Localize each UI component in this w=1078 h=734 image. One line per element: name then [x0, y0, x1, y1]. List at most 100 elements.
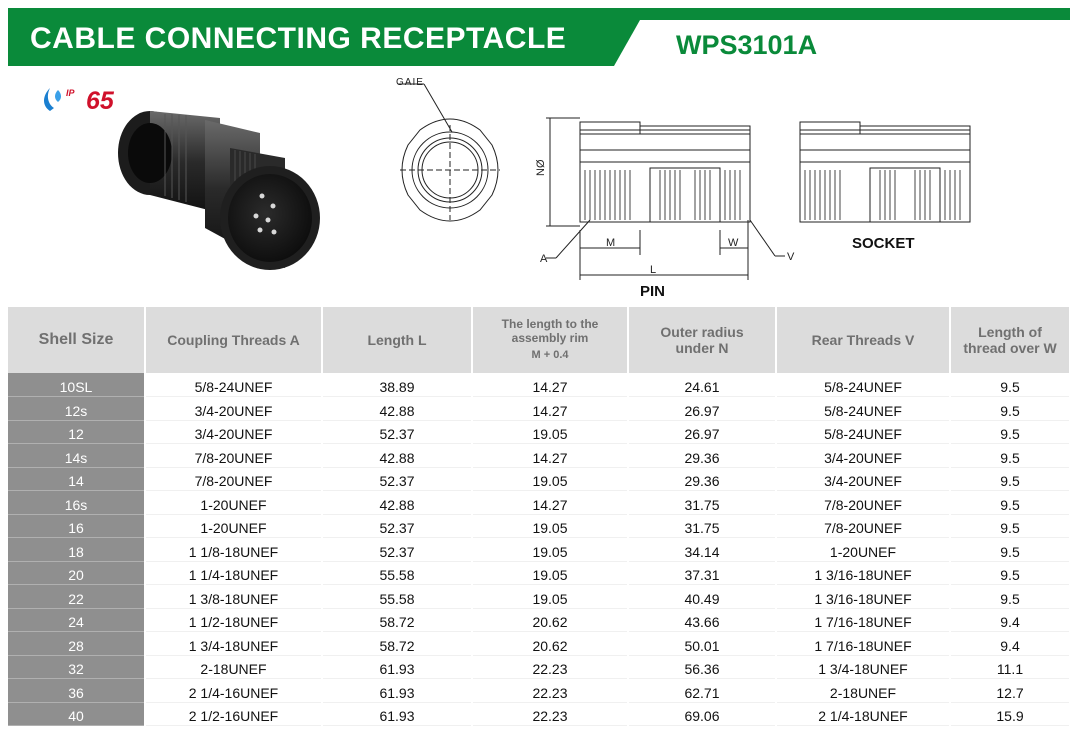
cell-shell-size: 24	[8, 608, 146, 632]
col-header-rear-threads: Rear Threads V	[776, 307, 951, 373]
cell-shell-size: 12	[8, 420, 146, 444]
cell-outer-radius: 40.49	[628, 584, 777, 609]
cell-coupling-threads: 3/4-20UNEF	[145, 420, 323, 444]
cell-outer-radius: 34.14	[628, 537, 777, 562]
cell-length: 52.37	[322, 467, 473, 491]
cell-assembly-rim: 19.05	[472, 467, 629, 491]
cell-shell-size: 32	[8, 655, 146, 679]
cell-thread-over-w: 9.4	[950, 631, 1071, 656]
cell-thread-over-w: 9.5	[950, 373, 1071, 397]
cell-outer-radius: 31.75	[628, 490, 777, 515]
cell-rear-threads: 2-18UNEF	[776, 678, 951, 703]
cell-thread-over-w: 11.1	[950, 655, 1071, 679]
cell-length: 52.37	[322, 514, 473, 538]
cell-coupling-threads: 2-18UNEF	[145, 655, 323, 679]
cell-rear-threads: 7/8-20UNEF	[776, 490, 951, 515]
socket-label: SOCKET	[852, 235, 915, 252]
cell-thread-over-w: 9.5	[950, 537, 1071, 562]
cell-outer-radius: 24.61	[628, 373, 777, 397]
cell-thread-over-w: 9.5	[950, 490, 1071, 515]
dim-m-label: M	[606, 237, 615, 249]
cell-rear-threads: 1-20UNEF	[776, 537, 951, 562]
dim-a-label: A	[540, 253, 548, 265]
cell-shell-size: 20	[8, 561, 146, 585]
cell-outer-radius: 26.97	[628, 420, 777, 444]
technical-drawing: NØ M W L A V	[398, 83, 971, 280]
pin-label: PIN	[640, 283, 666, 300]
cell-length: 58.72	[322, 631, 473, 656]
cell-rear-threads: 1 3/16-18UNEF	[776, 561, 951, 585]
cell-shell-size: 12s	[8, 396, 146, 421]
cell-length: 58.72	[322, 608, 473, 632]
cell-rear-threads: 3/4-20UNEF	[776, 467, 951, 491]
assembly-rim-line2: assembly rim	[511, 331, 589, 346]
cell-coupling-threads: 1 1/4-18UNEF	[145, 561, 323, 585]
cell-rear-threads: 5/8-24UNEF	[776, 420, 951, 444]
dim-n-label: NØ	[535, 159, 547, 176]
dim-w-label: W	[728, 237, 739, 249]
cell-rear-threads: 5/8-24UNEF	[776, 373, 951, 397]
cell-length: 61.93	[322, 655, 473, 679]
cell-outer-radius: 26.97	[628, 396, 777, 421]
thread-over-w-line1: Length of	[978, 323, 1042, 340]
cell-outer-radius: 50.01	[628, 631, 777, 656]
assembly-rim-line3: M + 0.4	[531, 348, 569, 361]
cell-assembly-rim: 14.27	[472, 373, 629, 397]
cell-assembly-rim: 22.23	[472, 655, 629, 679]
ip-rating: 65	[86, 87, 114, 115]
cell-outer-radius: 37.31	[628, 561, 777, 585]
cell-thread-over-w: 9.5	[950, 443, 1071, 468]
outer-radius-line2: under N	[675, 340, 729, 356]
cell-coupling-threads: 1 3/8-18UNEF	[145, 584, 323, 609]
cell-outer-radius: 69.06	[628, 702, 777, 726]
cell-length: 55.58	[322, 561, 473, 585]
outer-radius-line1: Outer radius	[660, 323, 744, 340]
cell-rear-threads: 3/4-20UNEF	[776, 443, 951, 468]
cell-shell-size: 14s	[8, 443, 146, 468]
cell-assembly-rim: 19.05	[472, 420, 629, 444]
gaie-label: GAIE	[396, 77, 424, 88]
cell-outer-radius: 29.36	[628, 467, 777, 491]
cell-length: 42.88	[322, 396, 473, 421]
cell-length: 61.93	[322, 678, 473, 703]
cell-thread-over-w: 9.5	[950, 561, 1071, 585]
col-header-shell-size: Shell Size	[8, 307, 146, 373]
cell-thread-over-w: 9.5	[950, 467, 1071, 491]
cell-assembly-rim: 14.27	[472, 443, 629, 468]
header-model-panel	[614, 20, 1070, 66]
cell-thread-over-w: 9.5	[950, 514, 1071, 538]
cell-coupling-threads: 1-20UNEF	[145, 514, 323, 538]
col-header-assembly-rim: The length to the assembly rim M + 0.4	[472, 307, 629, 373]
cell-length: 42.88	[322, 443, 473, 468]
cell-coupling-threads: 7/8-20UNEF	[145, 443, 323, 468]
cell-length: 55.58	[322, 584, 473, 609]
cell-shell-size: 28	[8, 631, 146, 656]
cell-thread-over-w: 9.5	[950, 584, 1071, 609]
cell-coupling-threads: 2 1/4-16UNEF	[145, 678, 323, 703]
cell-outer-radius: 62.71	[628, 678, 777, 703]
col-header-outer-radius: Outer radius under N	[628, 307, 777, 373]
cell-length: 52.37	[322, 537, 473, 562]
cell-assembly-rim: 14.27	[472, 396, 629, 421]
cell-length: 38.89	[322, 373, 473, 397]
cell-thread-over-w: 9.5	[950, 396, 1071, 421]
cell-assembly-rim: 20.62	[472, 608, 629, 632]
cell-assembly-rim: 19.05	[472, 537, 629, 562]
cell-assembly-rim: 19.05	[472, 584, 629, 609]
cell-coupling-threads: 7/8-20UNEF	[145, 467, 323, 491]
dim-v-label: V	[787, 251, 795, 263]
spec-table: Shell Size Coupling Threads A Length L T…	[8, 307, 1071, 726]
